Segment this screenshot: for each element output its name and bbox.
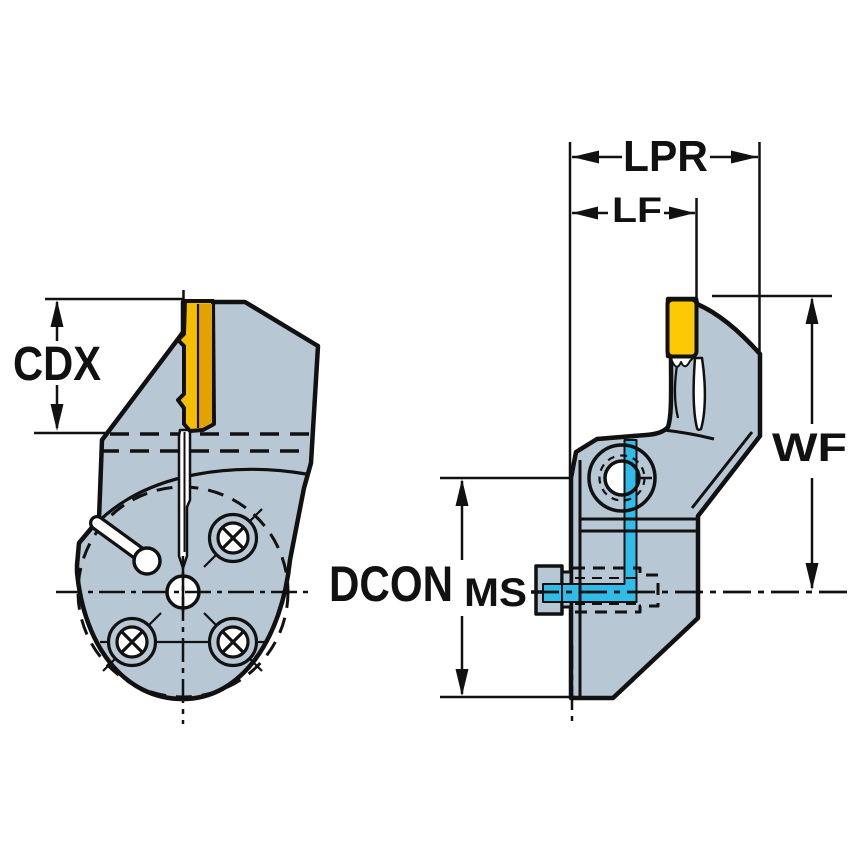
dcon-arrow-up xyxy=(455,479,469,506)
side-boss-top-line xyxy=(663,428,715,441)
side-insert xyxy=(665,297,699,359)
front-transition-arc xyxy=(97,467,307,523)
dimension-label-lf: LF xyxy=(612,191,662,230)
lpr-arrow-right xyxy=(731,150,758,164)
dimension-lpr: LPR xyxy=(568,132,761,477)
hidden-bore-dashed xyxy=(573,566,660,614)
side-seat-notch xyxy=(670,356,695,368)
wf-arrow-up xyxy=(805,297,819,324)
dimension-dcon-ms: DCON MS xyxy=(329,476,575,699)
clamp-screw-bottom-left xyxy=(102,612,162,672)
dimension-label-lpr: LPR xyxy=(623,132,708,181)
side-view xyxy=(531,296,850,722)
front-view xyxy=(56,299,321,724)
dimension-cdx: CDX xyxy=(13,290,185,435)
wf-arrow-down xyxy=(805,563,819,590)
lf-arrow-left xyxy=(572,206,598,220)
dcon-arrow-down xyxy=(455,669,469,696)
hidden-bore-thread-dashed xyxy=(575,577,638,605)
side-insert-slot xyxy=(692,356,707,432)
side-chamfer-inner-line xyxy=(690,431,754,509)
front-body xyxy=(74,299,321,702)
dimension-wf: WF xyxy=(712,294,847,590)
lpr-arrow-left xyxy=(572,150,599,164)
front-insert xyxy=(176,299,216,433)
front-insert-shade xyxy=(198,304,212,428)
side-screw-boss xyxy=(587,443,657,513)
dowel-pin-slot xyxy=(89,515,162,576)
lf-arrow-right xyxy=(669,206,695,220)
dimension-label-dcon-subscript: MS xyxy=(464,571,527,615)
dimension-label-dcon: DCON xyxy=(329,556,453,612)
cdx-arrow-up xyxy=(50,300,64,327)
clamp-screw-bottom-right xyxy=(203,612,263,672)
dimension-label-wf: WF xyxy=(772,426,847,470)
side-body xyxy=(568,296,763,701)
clamp-screw-top-right xyxy=(203,508,263,568)
cdx-arrow-down xyxy=(50,404,64,431)
dimension-lf: LF xyxy=(572,191,698,300)
dimension-label-cdx: CDX xyxy=(13,338,101,391)
